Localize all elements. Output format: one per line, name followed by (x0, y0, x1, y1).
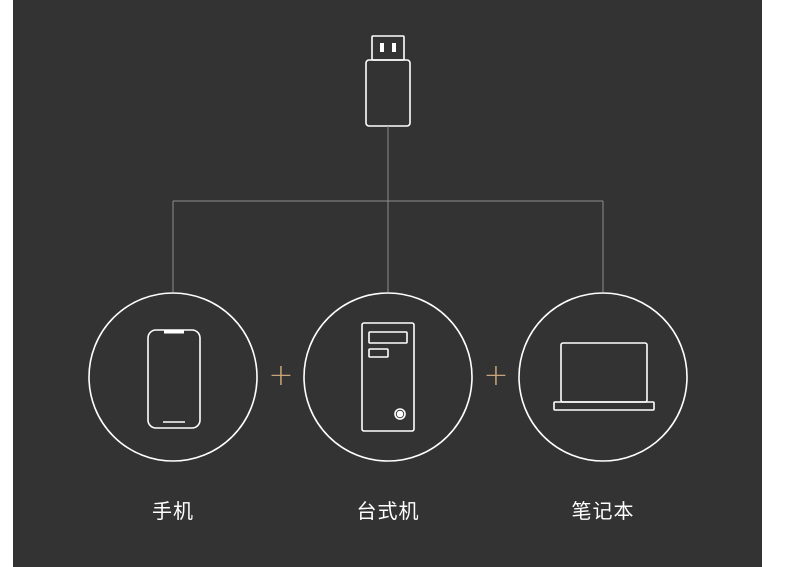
device-label-laptop: 笔记本 (571, 499, 635, 523)
usb-drive-icon (365, 35, 411, 127)
laptop-circle (518, 292, 688, 462)
device-label-desktop: 台式机 (356, 499, 420, 523)
laptop-icon (553, 342, 655, 411)
plus-sign-2: + (483, 358, 509, 393)
desktop-circle (303, 292, 473, 462)
plus-sign-1: + (268, 358, 294, 393)
phone-icon (147, 329, 201, 429)
connector-lines (172, 126, 604, 292)
phone-circle (88, 292, 258, 462)
device-label-phone: 手机 (152, 499, 194, 523)
desktop-tower-icon (361, 322, 415, 432)
